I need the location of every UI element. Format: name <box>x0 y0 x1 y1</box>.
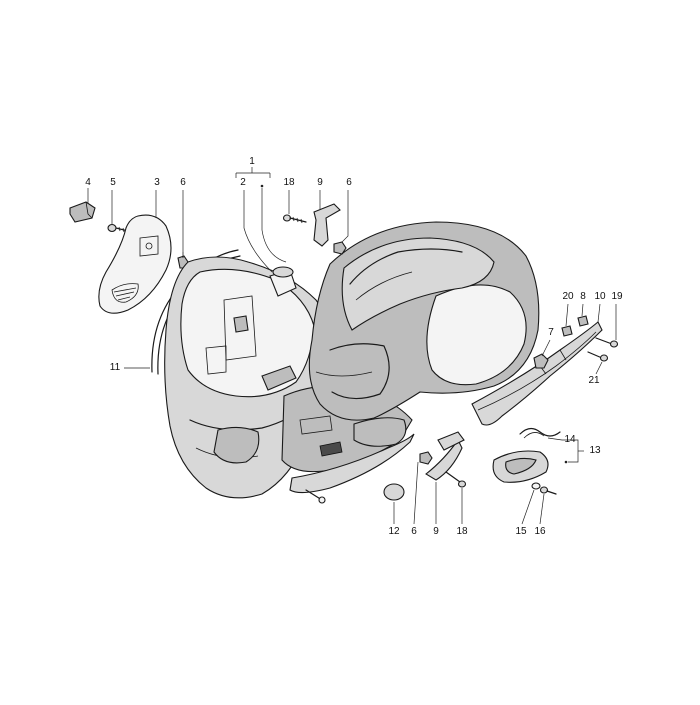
callout-6-left: 6 <box>180 177 186 188</box>
part-6-fastener-top <box>333 241 347 255</box>
part-3-cover <box>98 214 172 314</box>
part-18-screw-top <box>282 214 307 224</box>
callout-1: 1 <box>249 156 255 167</box>
part-20-clip <box>561 325 573 337</box>
callout-13: 13 <box>589 445 601 456</box>
callout-2: 2 <box>240 177 246 188</box>
part-19-screw <box>595 337 619 348</box>
part-9-bracket-top <box>313 203 341 247</box>
part-6-fastener-bottom <box>419 451 433 465</box>
part-15-washer <box>531 482 541 490</box>
callout-9-top: 9 <box>317 177 323 188</box>
part-4-cap <box>69 201 96 223</box>
callout-16: 16 <box>534 526 546 537</box>
callout-19: 19 <box>611 291 623 302</box>
callout-3: 3 <box>154 177 160 188</box>
callout-4: 4 <box>85 177 91 188</box>
part-7-nut <box>533 353 549 369</box>
callout-12: 12 <box>388 526 400 537</box>
part-21-screw <box>587 351 609 362</box>
part-14-wiring <box>519 427 561 439</box>
callout-20: 20 <box>562 291 574 302</box>
part-8-clip <box>577 315 589 327</box>
callout-8: 8 <box>580 291 586 302</box>
callout-11: 11 <box>109 362 121 373</box>
callout-9-bottom: 9 <box>433 526 439 537</box>
main-body <box>308 221 540 447</box>
callout-6-top: 6 <box>346 177 352 188</box>
callout-18-bottom: 18 <box>456 526 468 537</box>
callout-7: 7 <box>548 327 554 338</box>
part-9-bracket-bottom <box>425 431 465 481</box>
leader-lines <box>87 167 617 525</box>
part-13-rear-light <box>492 450 549 483</box>
part-16-screw <box>539 486 557 495</box>
callout-6-bottom: 6 <box>411 526 417 537</box>
part-18-screw-bottom <box>445 471 467 488</box>
callout-15: 15 <box>515 526 527 537</box>
callout-5: 5 <box>110 177 116 188</box>
callout-18-top: 18 <box>283 177 295 188</box>
callout-10: 10 <box>594 291 606 302</box>
part-12-round-cap <box>383 483 405 501</box>
callout-14: 14 <box>564 434 576 445</box>
callout-21: 21 <box>588 375 600 386</box>
